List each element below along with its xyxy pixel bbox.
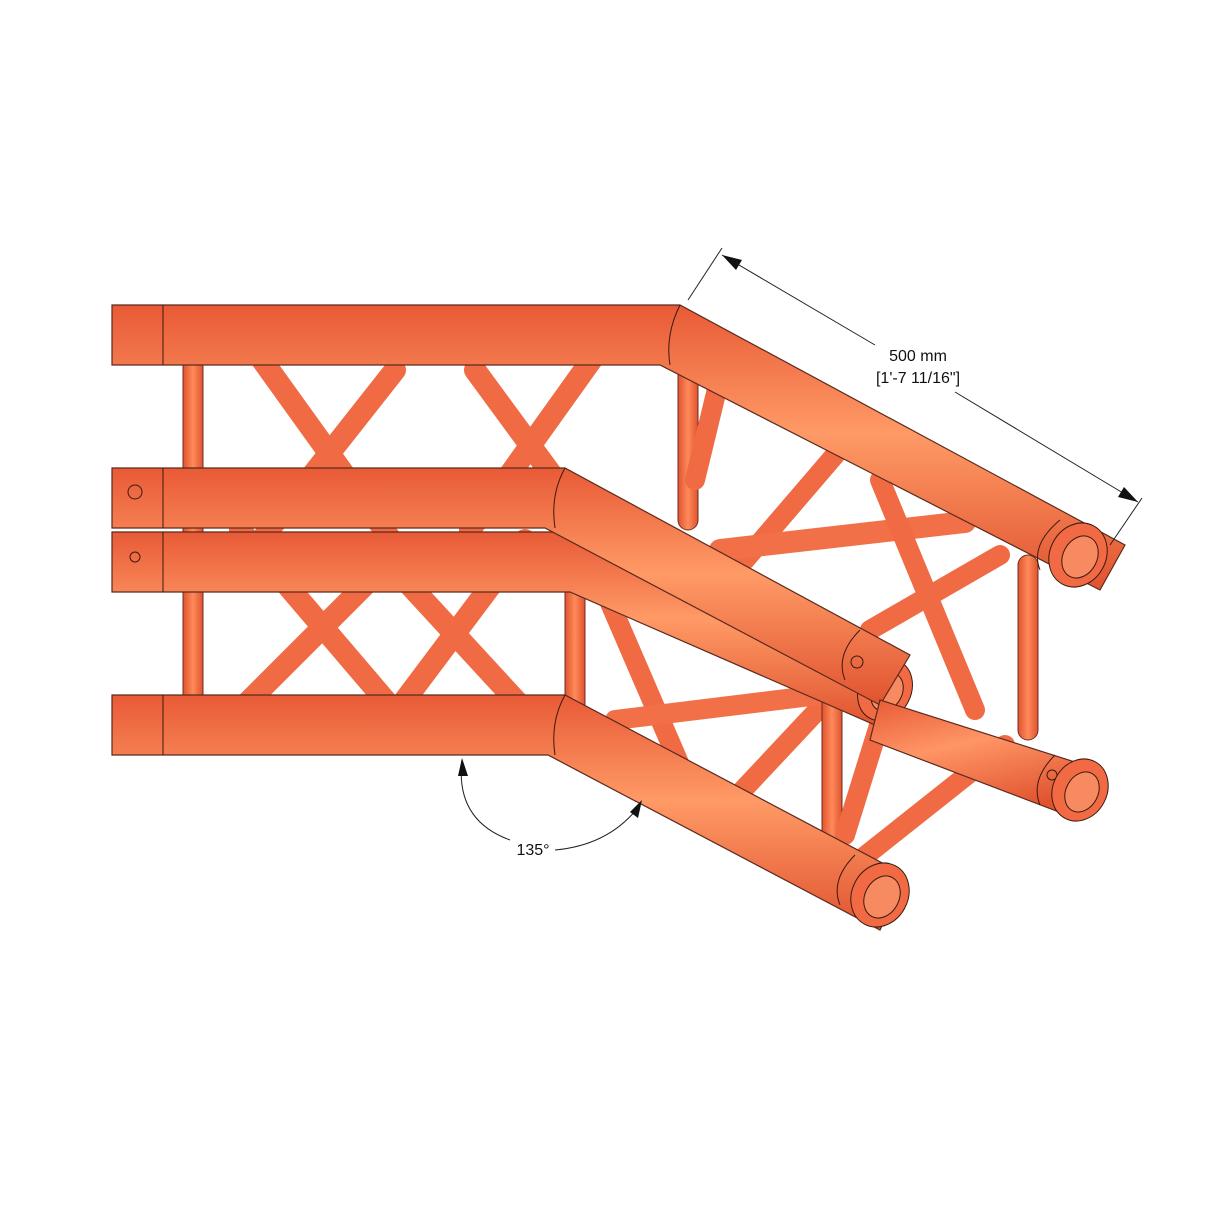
top-back-chord: [111, 304, 1126, 591]
bottom-front-chord: [111, 694, 910, 931]
length-imperial-label: [1'-7 11/16"]: [876, 370, 960, 387]
angle-label: 135°: [516, 842, 549, 859]
length-dimension: 500 mm [1'-7 11/16"]: [687, 247, 1143, 546]
length-mm-label: 500 mm: [889, 348, 947, 365]
bottom-back-chord: [869, 699, 1109, 822]
angle-dimension: 135°: [458, 758, 642, 859]
